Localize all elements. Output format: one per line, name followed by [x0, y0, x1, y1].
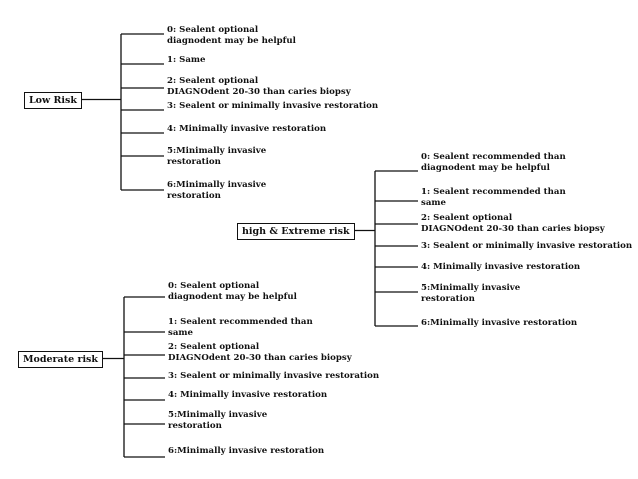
low-item-0-line-1: diagnodent may be helpful: [167, 35, 296, 46]
moderate-item-3-line-0: 3: Sealent or minimally invasive restora…: [168, 371, 380, 381]
high-item-3-line-0: 3: Sealent or minimally invasive restora…: [421, 241, 633, 251]
moderate-item-6: 6:Minimally invasive restoration: [168, 446, 324, 457]
low-item-5-line-0: 5:Minimally invasive: [167, 146, 267, 156]
low-risk-box: Low Risk: [24, 92, 82, 109]
moderate-item-0-line-1: diagnodent may be helpful: [168, 291, 297, 302]
high-item-0-line-1: diagnodent may be helpful: [421, 162, 550, 173]
moderate-item-5-line-1: restoration: [168, 420, 222, 431]
high-item-6-line-0: 6:Minimally invasive restoration: [421, 318, 578, 328]
low-item-0-line-0: 0: Sealent optional: [167, 25, 259, 35]
high-item-2-line-1: DIAGNOdent 20-30 than caries biopsy: [421, 223, 605, 234]
low-item-1: 1: Same: [167, 55, 205, 66]
high-item-6: 6:Minimally invasive restoration: [421, 318, 577, 329]
low-item-2-line-1: DIAGNOdent 20-30 than caries biopsy: [167, 86, 351, 97]
high-item-1-line-0: 1: Sealent recommended than: [421, 187, 566, 197]
high-risk-box: high & Extreme risk: [237, 223, 355, 240]
low-item-3-line-0: 3: Sealent or minimally invasive restora…: [167, 101, 379, 111]
high-item-1-line-1: same: [421, 197, 446, 208]
low-item-5-line-1: restoration: [167, 156, 221, 167]
moderate-item-5-line-0: 5:Minimally invasive: [168, 410, 268, 420]
high-item-3: 3: Sealent or minimally invasive restora…: [421, 241, 632, 252]
moderate-item-1-line-0: 1: Sealent recommended than: [168, 317, 313, 327]
low-item-6-line-0: 6:Minimally invasive: [167, 180, 267, 190]
moderate-item-4-line-0: 4: Minimally invasive restoration: [168, 390, 328, 400]
moderate-item-4: 4: Minimally invasive restoration: [168, 390, 327, 401]
high-item-4: 4: Minimally invasive restoration: [421, 262, 580, 273]
low-item-6-line-1: restoration: [167, 190, 221, 201]
moderate-risk-box: Moderate risk: [18, 351, 103, 368]
low-item-4-line-0: 4: Minimally invasive restoration: [167, 124, 327, 134]
high-item-5-line-1: restoration: [421, 293, 475, 304]
low-item-2-line-0: 2: Sealent optional: [167, 76, 259, 86]
high-item-5-line-0: 5:Minimally invasive: [421, 283, 521, 293]
moderate-item-2-line-1: DIAGNOdent 20-30 than caries biopsy: [168, 352, 352, 363]
moderate-item-0-line-0: 0: Sealent optional: [168, 281, 260, 291]
moderate-item-6-line-0: 6:Minimally invasive restoration: [168, 446, 325, 456]
moderate-item-1-line-1: same: [168, 327, 193, 338]
high-item-0-line-0: 0: Sealent recommended than: [421, 152, 566, 162]
low-item-4: 4: Minimally invasive restoration: [167, 124, 326, 135]
moderate-item-3: 3: Sealent or minimally invasive restora…: [168, 371, 379, 382]
high-item-4-line-0: 4: Minimally invasive restoration: [421, 262, 581, 272]
high-item-2-line-0: 2: Sealent optional: [421, 213, 513, 223]
low-item-1-line-0: 1: Same: [167, 55, 206, 65]
low-item-3: 3: Sealent or minimally invasive restora…: [167, 101, 378, 112]
moderate-item-2-line-0: 2: Sealent optional: [168, 342, 260, 352]
